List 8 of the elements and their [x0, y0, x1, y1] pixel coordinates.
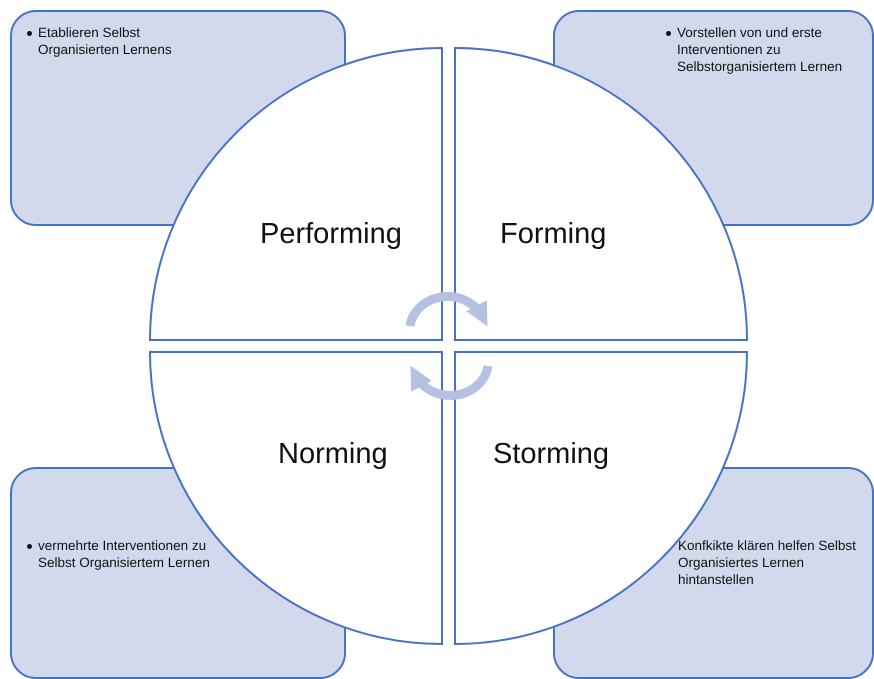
stage-label: Forming: [500, 218, 606, 251]
note-text: Vorstellen von und erste Interventionen zu Selbstorganisiertem Lernen: [677, 24, 844, 75]
stage-label: Storming: [493, 438, 610, 471]
note-text: vermehrte Interventionen zu Selbst Organisiertem Lernen: [38, 537, 211, 571]
note-text: Konfkikte klären helfen Selbst Organisiertes Lernen hintanstellen: [678, 537, 857, 588]
stage-label: Performing: [260, 218, 402, 251]
note-text: Etablieren Selbst Organisierten Lernens: [38, 24, 173, 58]
stage-label: Norming: [278, 438, 388, 471]
